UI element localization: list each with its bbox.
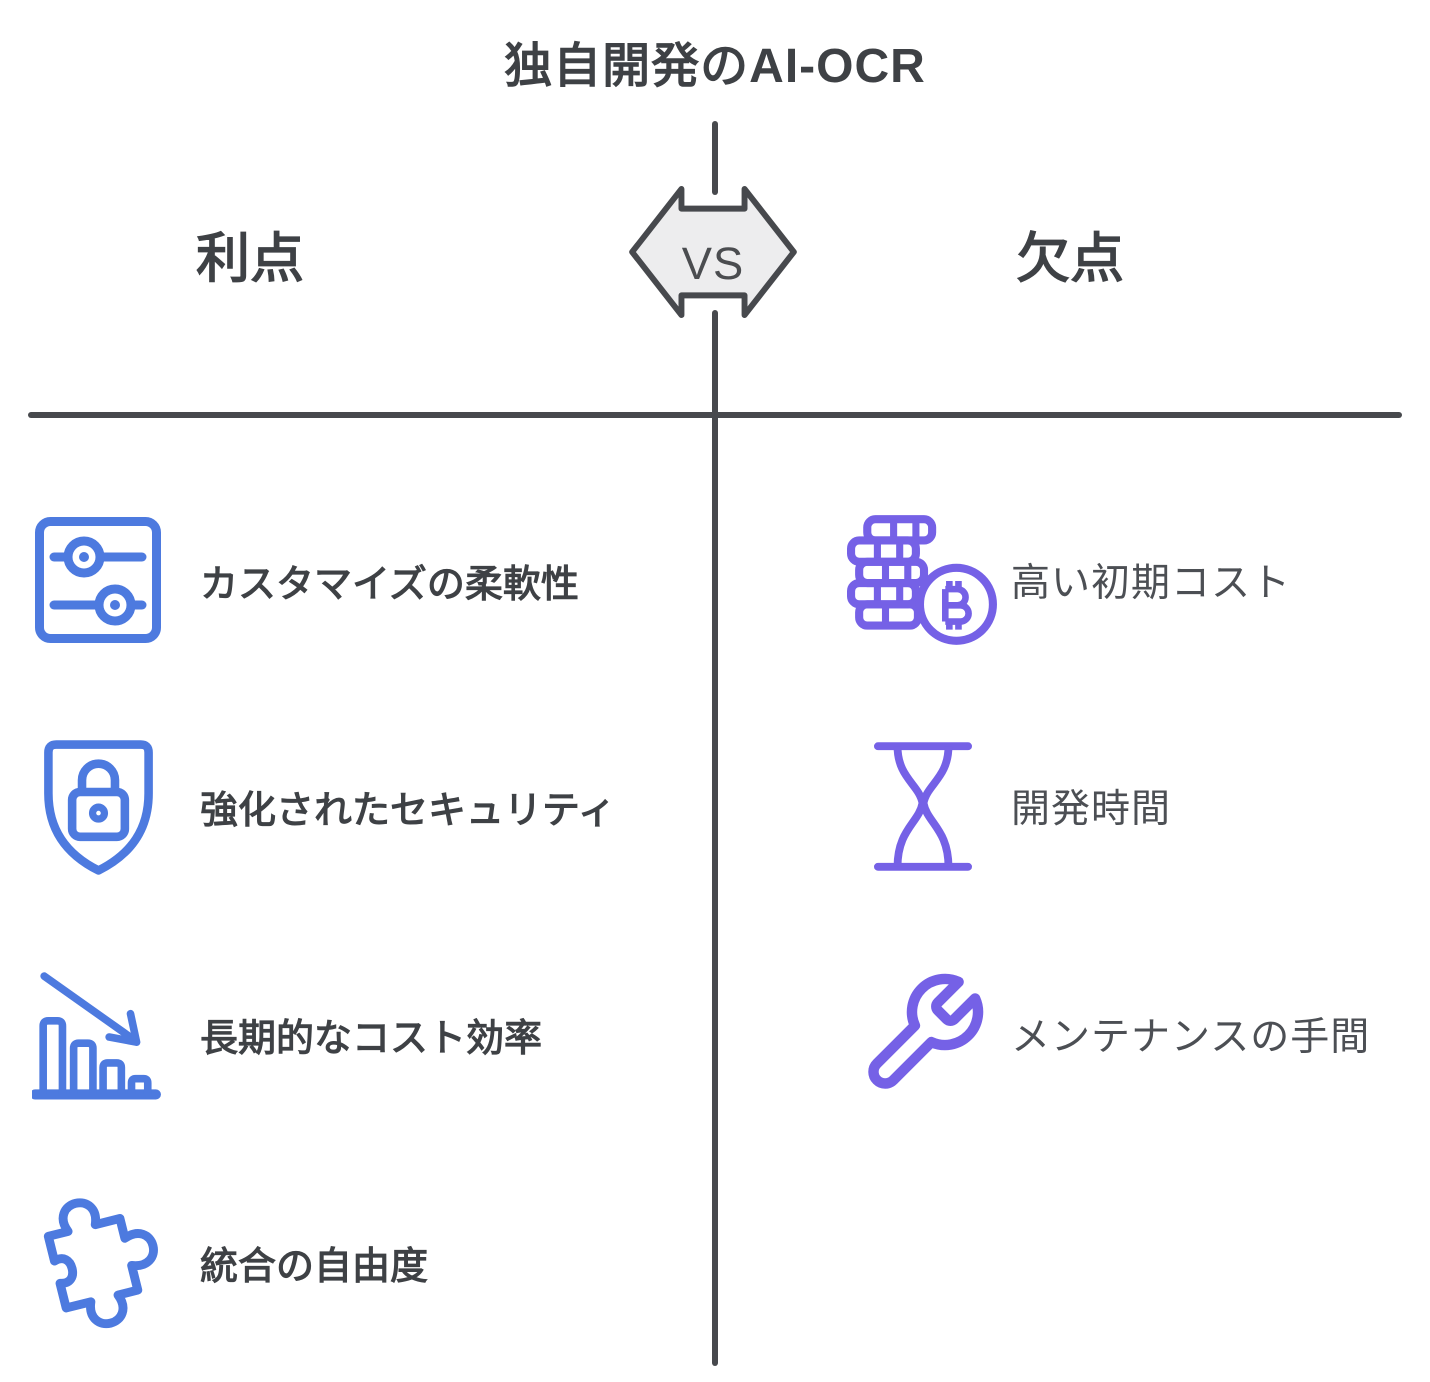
disadvantage-row: 開発時間: [843, 731, 1171, 881]
disadvantage-label: 高い初期コスト: [1011, 562, 1292, 605]
disadvantage-row: 高い初期コスト: [843, 505, 1291, 655]
advantage-row: カスタマイズの柔軟性: [28, 505, 579, 655]
advantage-label: カスタマイズの柔軟性: [200, 563, 579, 606]
disadvantage-row: メンテナンスの手間: [843, 959, 1370, 1109]
hourglass-icon: [843, 740, 1003, 873]
advantage-label: 強化されたセキュリティ: [200, 789, 616, 832]
bitcoin-coins-icon: [843, 515, 1003, 645]
wrench-icon: [843, 968, 1003, 1100]
puzzle-piece-icon: [28, 1192, 168, 1332]
vs-label: VS: [682, 238, 744, 289]
advantage-label: 統合の自由度: [200, 1245, 429, 1288]
advantage-label: 長期的なコスト効率: [200, 1017, 543, 1060]
horizontal-divider: [28, 412, 1402, 418]
disadvantage-label: メンテナンスの手間: [1011, 1016, 1371, 1059]
disadvantages-header: 欠点: [1016, 229, 1124, 289]
declining-bar-chart-icon: [28, 968, 168, 1100]
vs-arrow-icon: VS: [629, 183, 797, 321]
shield-lock-icon: [28, 734, 168, 879]
sliders-icon: [28, 516, 168, 644]
advantage-row: 長期的なコスト効率: [28, 959, 542, 1109]
disadvantage-label: 開発時間: [1011, 788, 1172, 831]
vertical-divider-main: [712, 310, 718, 1366]
advantage-row: 統合の自由度: [28, 1187, 428, 1337]
advantages-header: 利点: [196, 229, 304, 289]
vertical-divider-top: [712, 121, 718, 195]
advantage-row: 強化されたセキュリティ: [28, 731, 616, 881]
page-title: 独自開発のAI-OCR: [504, 40, 926, 93]
